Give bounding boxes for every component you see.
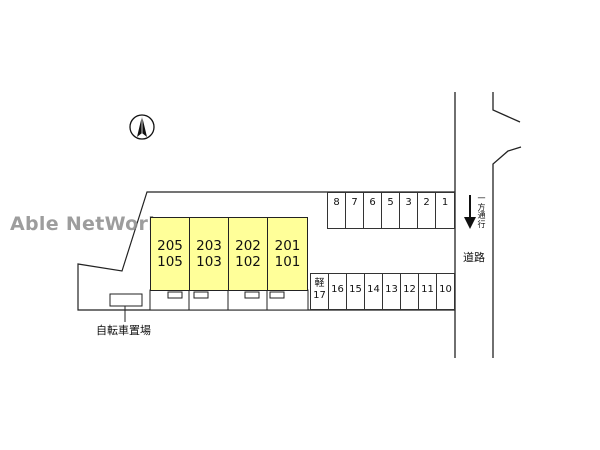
parking-number: 1: [441, 197, 449, 208]
unit-lower-number: 101: [274, 254, 301, 270]
parking-space: 13: [382, 273, 401, 310]
one-way-arrow-icon: [464, 195, 476, 229]
parking-number: 5: [387, 197, 394, 208]
unit-201-101: 201 101: [267, 217, 308, 291]
parking-number: 7: [351, 197, 358, 208]
parking-space: 10: [436, 273, 455, 310]
parking-number: 3: [405, 197, 412, 208]
parking-space: 2: [417, 192, 436, 229]
parking-space: 1: [435, 192, 455, 229]
road-lines: [454, 92, 522, 358]
building-base: [149, 289, 309, 311]
parking-number: 11: [421, 284, 434, 295]
parking-space: 11: [418, 273, 437, 310]
parking-number: 15: [349, 284, 362, 295]
road-label: 道路: [463, 251, 485, 264]
site-boundary: [77, 191, 455, 311]
parking-space: 5: [381, 192, 400, 229]
north-arrow-icon: [129, 114, 155, 140]
parking-number: 13: [385, 284, 398, 295]
bicycle-parking-label: 自転車置場: [96, 324, 151, 337]
parking-space-kei: 軽 17: [310, 273, 329, 310]
parking-space: 8: [327, 192, 346, 229]
parking-space: 12: [400, 273, 419, 310]
watermark-logo: Able NetWork: [10, 213, 162, 235]
unit-upper-number: 201: [274, 238, 301, 254]
parking-number: 12: [403, 284, 416, 295]
parking-space: 7: [345, 192, 364, 229]
parking-number: 2: [423, 197, 430, 208]
parking-space: 16: [328, 273, 347, 310]
parking-space: 6: [363, 192, 382, 229]
parking-number: 8: [333, 197, 340, 208]
parking-number: 6: [369, 197, 376, 208]
parking-number: 10: [439, 284, 452, 295]
unit-lower-number: 103: [196, 254, 222, 270]
parking-number: 軽 17: [313, 278, 326, 301]
unit-205-105: 205 105: [150, 217, 190, 291]
unit-202-102: 202 102: [228, 217, 268, 291]
unit-upper-number: 205: [157, 238, 183, 254]
unit-lower-number: 102: [235, 254, 261, 270]
one-way-label: 一方通行: [477, 194, 486, 229]
unit-upper-number: 202: [235, 238, 261, 254]
unit-203-103: 203 103: [189, 217, 229, 291]
parking-space: 14: [364, 273, 383, 310]
bicycle-parking-area: [109, 293, 143, 322]
parking-space: 3: [399, 192, 418, 229]
parking-space: 15: [346, 273, 365, 310]
unit-lower-number: 105: [157, 254, 183, 270]
unit-upper-number: 203: [196, 238, 222, 254]
parking-number: 16: [331, 284, 344, 295]
parking-number: 14: [367, 284, 380, 295]
